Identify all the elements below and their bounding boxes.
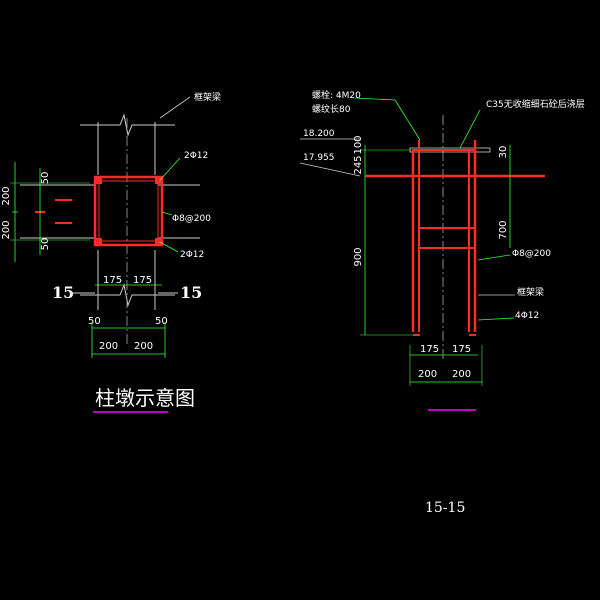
top-bar-leader	[159, 157, 181, 181]
elev-2: 17.955	[303, 153, 335, 163]
bolt-label-2: 螺纹长80	[312, 103, 351, 115]
right-section: 螺栓: 4M20 螺纹长80 C35无收缩细石砼后浇层 18.200 17.95…	[299, 89, 585, 516]
stirrup-outline	[93, 175, 164, 247]
beam-label-right: 框架梁	[517, 286, 544, 298]
stirrup-label-left: Φ8@200	[172, 214, 211, 224]
section-mark-left: 15	[52, 283, 74, 302]
dim-bottom-outer-1: 200	[99, 341, 118, 352]
dim-bottom-cover-1: 50	[88, 316, 101, 327]
elev-1: 18.200	[303, 129, 335, 139]
right-title: 15-15	[425, 500, 465, 516]
dim-left-outer-1: 200	[1, 186, 12, 205]
dim-245: 245	[353, 155, 364, 174]
bottom-bar-label: 2Φ12	[180, 250, 204, 260]
break-line-bottom	[80, 283, 175, 307]
left-plan: 框架梁 2Φ12 Φ8@200 2Φ12 200 200 50 50 175 1…	[1, 91, 221, 413]
corner-bar-tl	[96, 178, 102, 184]
bar-label-right: 4Φ12	[515, 311, 539, 321]
beam-label-left: 框架梁	[194, 91, 221, 103]
beam-leader	[159, 96, 191, 119]
dim-700: 700	[498, 220, 509, 239]
corner-bar-bl	[96, 238, 102, 244]
stirrup-leader-right	[477, 254, 511, 261]
dim-left-outer-2: 200	[1, 220, 12, 239]
bolt-leader-1	[354, 97, 396, 101]
dim-left-inner-1: 50	[40, 172, 51, 185]
top-bar-label: 2Φ12	[184, 151, 208, 161]
dim-bottom-inner-1: 175	[103, 275, 122, 286]
dim-bottom-inner-2: 175	[133, 275, 152, 286]
dim-30: 30	[498, 146, 509, 159]
grout-layer	[409, 147, 491, 153]
left-title: 柱墩示意图	[95, 386, 195, 410]
bottom-bar-leader	[159, 241, 179, 253]
bolt-leader-2	[394, 99, 421, 141]
dim-r-bottom-outer-2: 200	[452, 369, 471, 380]
break-line-top	[80, 113, 175, 137]
corner-bar-tr	[155, 178, 161, 184]
elev-2-line	[299, 162, 361, 177]
concrete-leader	[459, 109, 481, 149]
section-mark-right: 15	[180, 283, 202, 302]
stirrup-label-right: Φ8@200	[512, 249, 551, 259]
bolt-label-1: 螺栓: 4M20	[312, 89, 361, 101]
dim-bottom-cover-2: 50	[155, 316, 168, 327]
dim-r-bottom-outer-1: 200	[418, 369, 437, 380]
dim-bottom-outer-2: 200	[134, 341, 153, 352]
dim-r-bottom-inner-1: 175	[420, 344, 439, 355]
concrete-label: C35无收缩细石砼后浇层	[486, 98, 585, 110]
dim-left-inner-2: 50	[40, 238, 51, 251]
corner-bar-br	[155, 238, 161, 244]
dim-900: 900	[353, 247, 364, 266]
dim-r-bottom-inner-2: 175	[452, 344, 471, 355]
bar-leader-right	[477, 317, 515, 321]
stirrup-leader	[161, 211, 173, 216]
dim-100: 100	[353, 135, 364, 154]
stirrup-inner	[98, 180, 159, 242]
